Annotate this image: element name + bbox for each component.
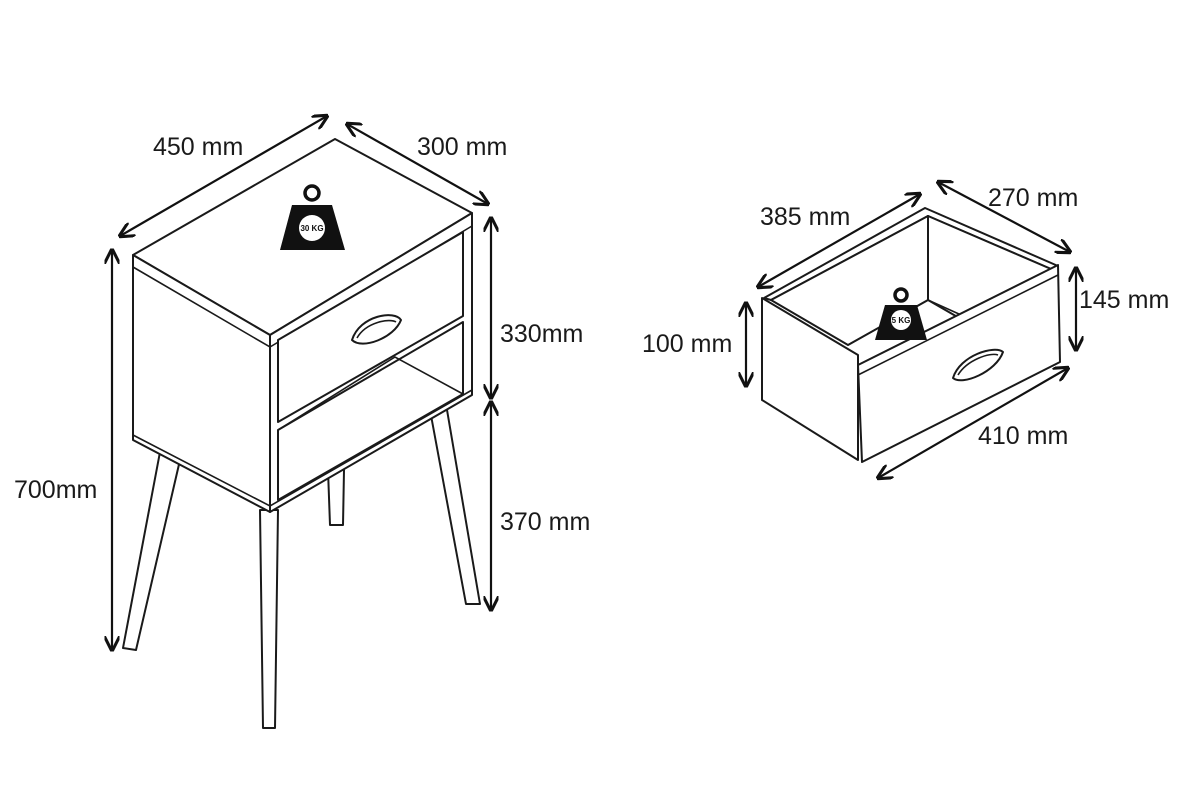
drawer-handle-inner	[356, 319, 397, 339]
leg-front-right	[259, 509, 279, 729]
bottom-edge	[132, 389, 473, 507]
label-front-width: 410 mm	[978, 422, 1068, 450]
dim-line-front-width	[878, 368, 1068, 478]
weight-label-badge-small	[891, 310, 911, 330]
drawer-front-top-edge	[857, 274, 1059, 376]
label-leg-height: 370 mm	[500, 508, 590, 536]
weight-label-30kg: 30 KG	[300, 224, 323, 233]
label-side-height: 100 mm	[642, 330, 732, 358]
label-body-height: 330mm	[500, 320, 583, 348]
weight-label-5kg: 5 KG	[892, 316, 911, 325]
dim-line-inner-width	[758, 194, 920, 287]
drawer-handle	[351, 314, 402, 345]
dim-line-width	[120, 116, 327, 236]
label-total-height: 700mm	[14, 476, 97, 504]
label-inner-depth: 270 mm	[988, 184, 1078, 212]
shelf-inner-line	[277, 356, 464, 431]
leg-back-left	[327, 469, 345, 526]
dim-line-inner-depth	[938, 182, 1070, 252]
leg-front-left	[122, 451, 181, 651]
drawer-left-side	[761, 297, 859, 461]
leg-back-right	[429, 403, 481, 605]
label-depth: 300 mm	[417, 133, 507, 161]
label-inner-width: 385 mm	[760, 203, 850, 231]
dim-line-depth	[347, 124, 488, 204]
label-front-height: 145 mm	[1079, 286, 1169, 314]
label-width: 450 mm	[153, 133, 243, 161]
